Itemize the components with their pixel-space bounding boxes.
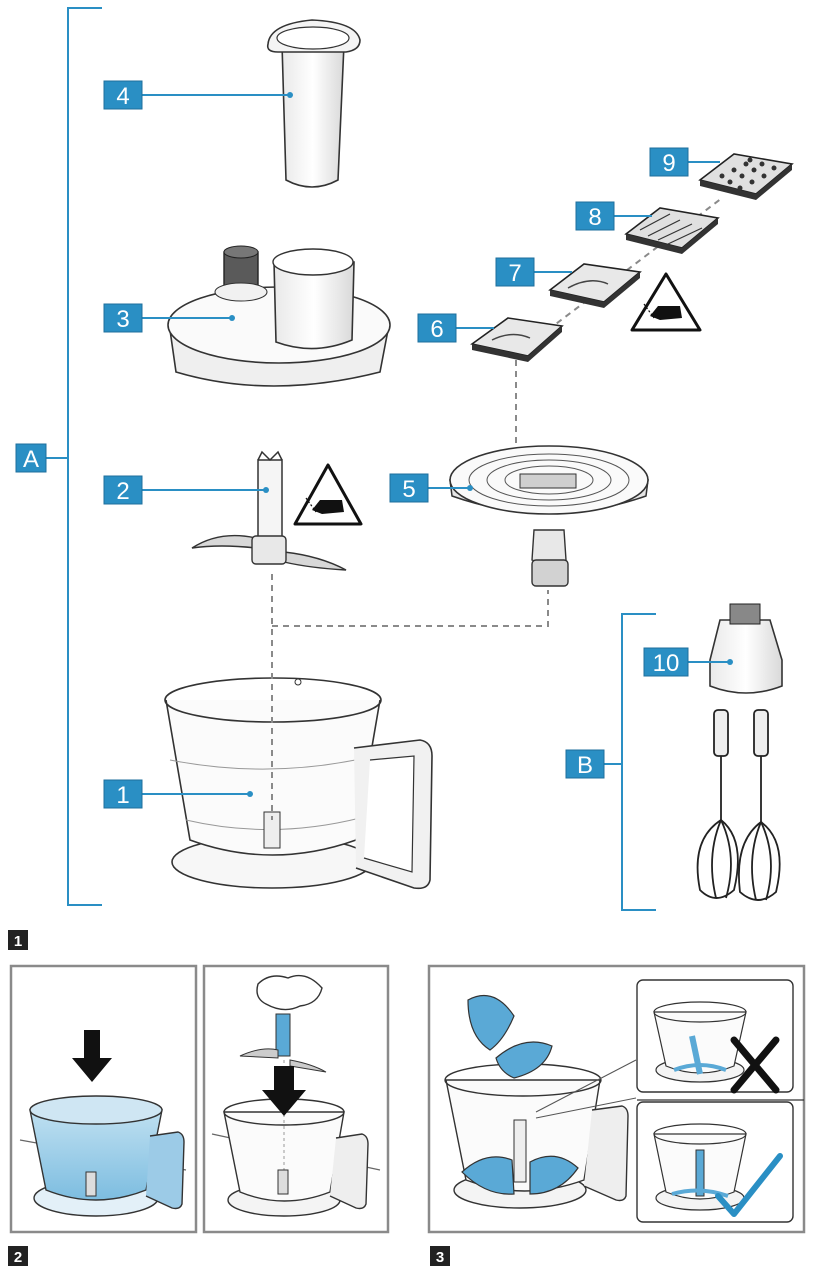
part-8-label: 8: [588, 204, 601, 231]
inset-correct: [636, 1101, 794, 1223]
blade-part: [191, 450, 347, 571]
lid-part: [167, 245, 391, 387]
part-8-callout: 8: [575, 201, 652, 231]
group-a-bracket: [46, 7, 102, 906]
disc-carrier-part: [449, 445, 649, 587]
step-1-label: 1: [14, 933, 22, 950]
pusher-part: [266, 19, 361, 188]
part-2-callout: 2: [103, 475, 269, 505]
grating-disc-8: [624, 207, 720, 254]
bowl-part: [164, 677, 433, 890]
step-1-panel-a: [9, 964, 198, 1234]
inset-wrong: [636, 979, 794, 1093]
step-3-label: 3: [436, 1249, 444, 1266]
part-7-callout: 7: [495, 257, 572, 287]
part-10-callout: 10: [643, 647, 733, 677]
step-2-label: 2: [14, 1249, 22, 1266]
slicing-disc-7: [548, 263, 642, 308]
group-b-label-text: B: [577, 752, 593, 779]
part-1-callout: 1: [103, 779, 253, 809]
down-arrow-icon: [72, 1030, 112, 1082]
part-3-callout: 3: [103, 303, 235, 333]
part-7-label: 7: [508, 260, 521, 287]
warning-cut-hand-icon-discs: [630, 272, 702, 332]
warning-cut-hand-icon: [293, 463, 363, 526]
part-6-callout: 6: [417, 313, 494, 343]
whisk-adapter-part: [709, 603, 783, 694]
part-9-label: 9: [662, 150, 675, 177]
group-a-label-text: A: [23, 446, 39, 473]
part-5-label: 5: [402, 476, 415, 503]
part-1-label: 1: [116, 782, 129, 809]
part-10-label: 10: [653, 650, 680, 677]
grating-disc-9: [698, 153, 794, 200]
part-5-callout: 5: [389, 473, 473, 503]
check-icon: [715, 1153, 783, 1217]
part-4-label: 4: [116, 83, 129, 110]
part-9-callout: 9: [649, 147, 720, 177]
whisk-right: [738, 709, 781, 901]
step-2-badge: 2: [8, 1246, 28, 1266]
step-1-panel-b: [202, 964, 390, 1234]
whisk-left: [696, 709, 739, 899]
part-3-label: 3: [116, 306, 129, 333]
cross-icon: [730, 1036, 780, 1094]
part-4-callout: 4: [103, 80, 293, 110]
group-a-label: A: [15, 443, 47, 473]
step-1-badge: 1: [8, 930, 28, 950]
slicing-disc-6: [470, 317, 564, 362]
step-3-badge: 3: [430, 1246, 450, 1266]
part-6-label: 6: [430, 316, 443, 343]
group-b-label: B: [565, 749, 605, 779]
part-2-label: 2: [116, 478, 129, 505]
group-b-bracket: [604, 613, 656, 911]
